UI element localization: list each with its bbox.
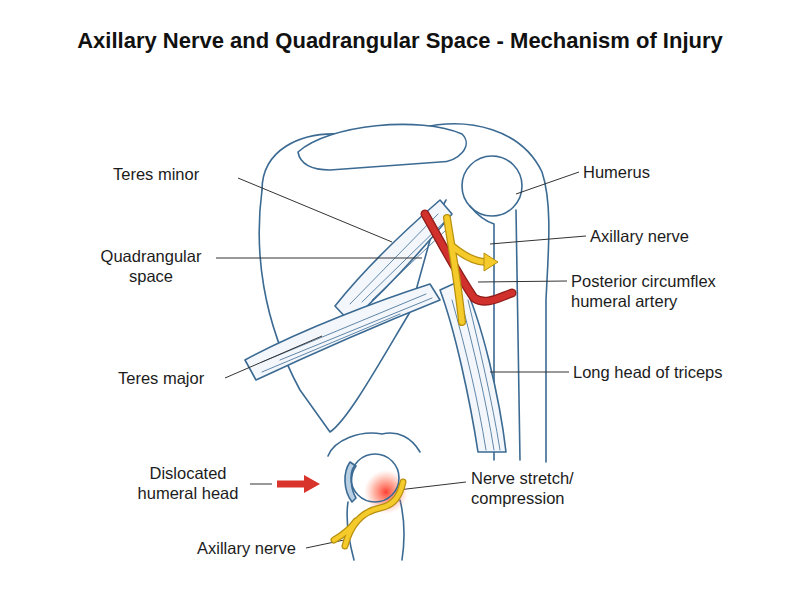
part-label: Long head of triceps (573, 362, 773, 382)
teres-major-muscle (245, 284, 440, 380)
leader-line (478, 281, 567, 282)
nerve-outline (334, 482, 403, 546)
leader-line (398, 482, 466, 490)
muscle-fibers (262, 294, 432, 372)
part-label: Quadrangular space (92, 246, 210, 286)
inset-outline (400, 500, 404, 560)
nerve-outline (447, 218, 486, 322)
humerus-shaft (516, 210, 520, 460)
leader-line (490, 236, 586, 244)
part-label: Dislocated humeral head (128, 463, 248, 503)
diagram-title: Axillary Nerve and Quadrangular Space - … (0, 28, 800, 54)
triceps-muscle (440, 280, 506, 452)
axillary-nerve (447, 218, 486, 322)
part-label: Teres major (118, 368, 238, 388)
nerve-arrowhead (484, 253, 498, 271)
leader-line (216, 258, 422, 259)
leader-line (225, 336, 322, 378)
leader-line (238, 178, 392, 242)
part-label: Humerus (583, 162, 703, 182)
leader-line (516, 172, 579, 194)
inset-humeral-head (351, 454, 399, 502)
part-label: Teres minor (113, 164, 243, 184)
part-label: Axillary nerve (590, 226, 750, 246)
part-label: Nerve stretch/ compression (471, 468, 601, 508)
part-label: Posterior circumflex humeral artery (571, 271, 749, 311)
glenoid (345, 462, 356, 502)
leader-line (250, 484, 272, 485)
acromion (298, 124, 466, 170)
force-arrowhead (304, 475, 320, 493)
inset-acromion (328, 433, 420, 456)
part-label: Axillary nerve (197, 538, 337, 558)
inset-axillary-nerve (334, 482, 403, 546)
force-arrow (277, 481, 306, 488)
leader-line (490, 372, 569, 373)
